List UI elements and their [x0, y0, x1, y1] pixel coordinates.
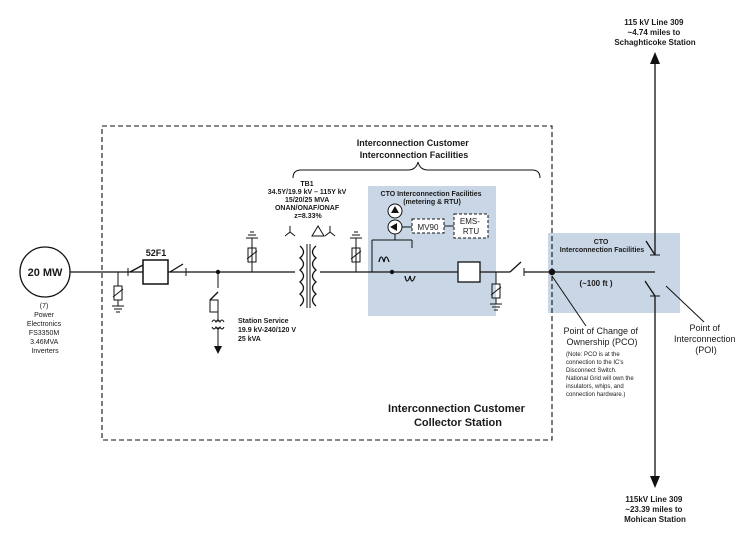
- cto-poi-label: CTO Interconnection Facilities: [560, 239, 645, 254]
- breaker-label: 52F1: [146, 248, 167, 258]
- ic-facilities-brace: [292, 161, 541, 179]
- ems-rtu-box: [453, 213, 489, 239]
- surge-arrester-4: [490, 272, 502, 311]
- surge-arrester-1: [112, 272, 124, 313]
- pco-note: (Note: PCO is at the connection to the I…: [566, 352, 635, 398]
- transformer-tb1: [284, 225, 336, 308]
- mv90-box: [411, 218, 445, 234]
- ems-rtu-label: EMS- RTU: [460, 217, 482, 236]
- breaker-52f1: [142, 259, 169, 285]
- arrow-up-icon: [650, 52, 660, 64]
- generator-circle: [19, 246, 71, 298]
- line-309-south-label: 115kV Line 309 ~23.39 miles to Mohican S…: [624, 495, 686, 524]
- ic-facilities-label: Interconnection Customer Interconnection…: [357, 138, 472, 160]
- mv90-label: MV90: [418, 223, 439, 232]
- generator-description: (7) Power Electronics FS3350M 3.46MVA In…: [27, 303, 63, 355]
- metering-devices: [387, 203, 489, 240]
- station-service-tap: [209, 272, 225, 354]
- metering-transformers: [371, 239, 416, 282]
- generator-rating: 20 MW: [28, 267, 63, 279]
- pco-point: [548, 268, 556, 276]
- cto-poi-region: [548, 233, 680, 313]
- line-309-north-label: 115 kV Line 309 ~4.74 miles to Schaghtic…: [614, 18, 695, 47]
- station-service-label: Station Service 19.9 kV-240/120 V 25 kVA: [238, 318, 298, 343]
- distance-label: (~100 ft ): [579, 279, 612, 288]
- pco-label: Point of Change of Ownership (PCO): [563, 326, 640, 347]
- poi-switch-lower: [644, 280, 660, 297]
- pco-pointer: [551, 275, 587, 327]
- disconnect-switch-2: [169, 263, 187, 276]
- ic-disconnect-switch: [509, 261, 525, 276]
- collector-station-label: Interconnection Customer Collector Stati…: [388, 403, 528, 429]
- poi-pointer: [665, 285, 705, 323]
- poi-label: Point of Interconnection (POI): [674, 323, 738, 355]
- bus-device-box: [457, 261, 481, 283]
- transmission-line: [650, 52, 660, 488]
- cto-metering-label: CTO Interconnection Facilities (metering…: [381, 191, 484, 206]
- collector-station-boundary: [101, 125, 553, 441]
- surge-arrester-3: [350, 231, 362, 272]
- arrow-down-icon: [650, 476, 660, 488]
- surge-arrester-2: [246, 231, 258, 272]
- poi-switch-upper: [645, 240, 660, 256]
- transformer-spec: TB1 34.5Y/19.9 kV – 115Y kV 15/20/25 MVA…: [268, 181, 348, 220]
- disconnect-switch-1: [127, 264, 144, 276]
